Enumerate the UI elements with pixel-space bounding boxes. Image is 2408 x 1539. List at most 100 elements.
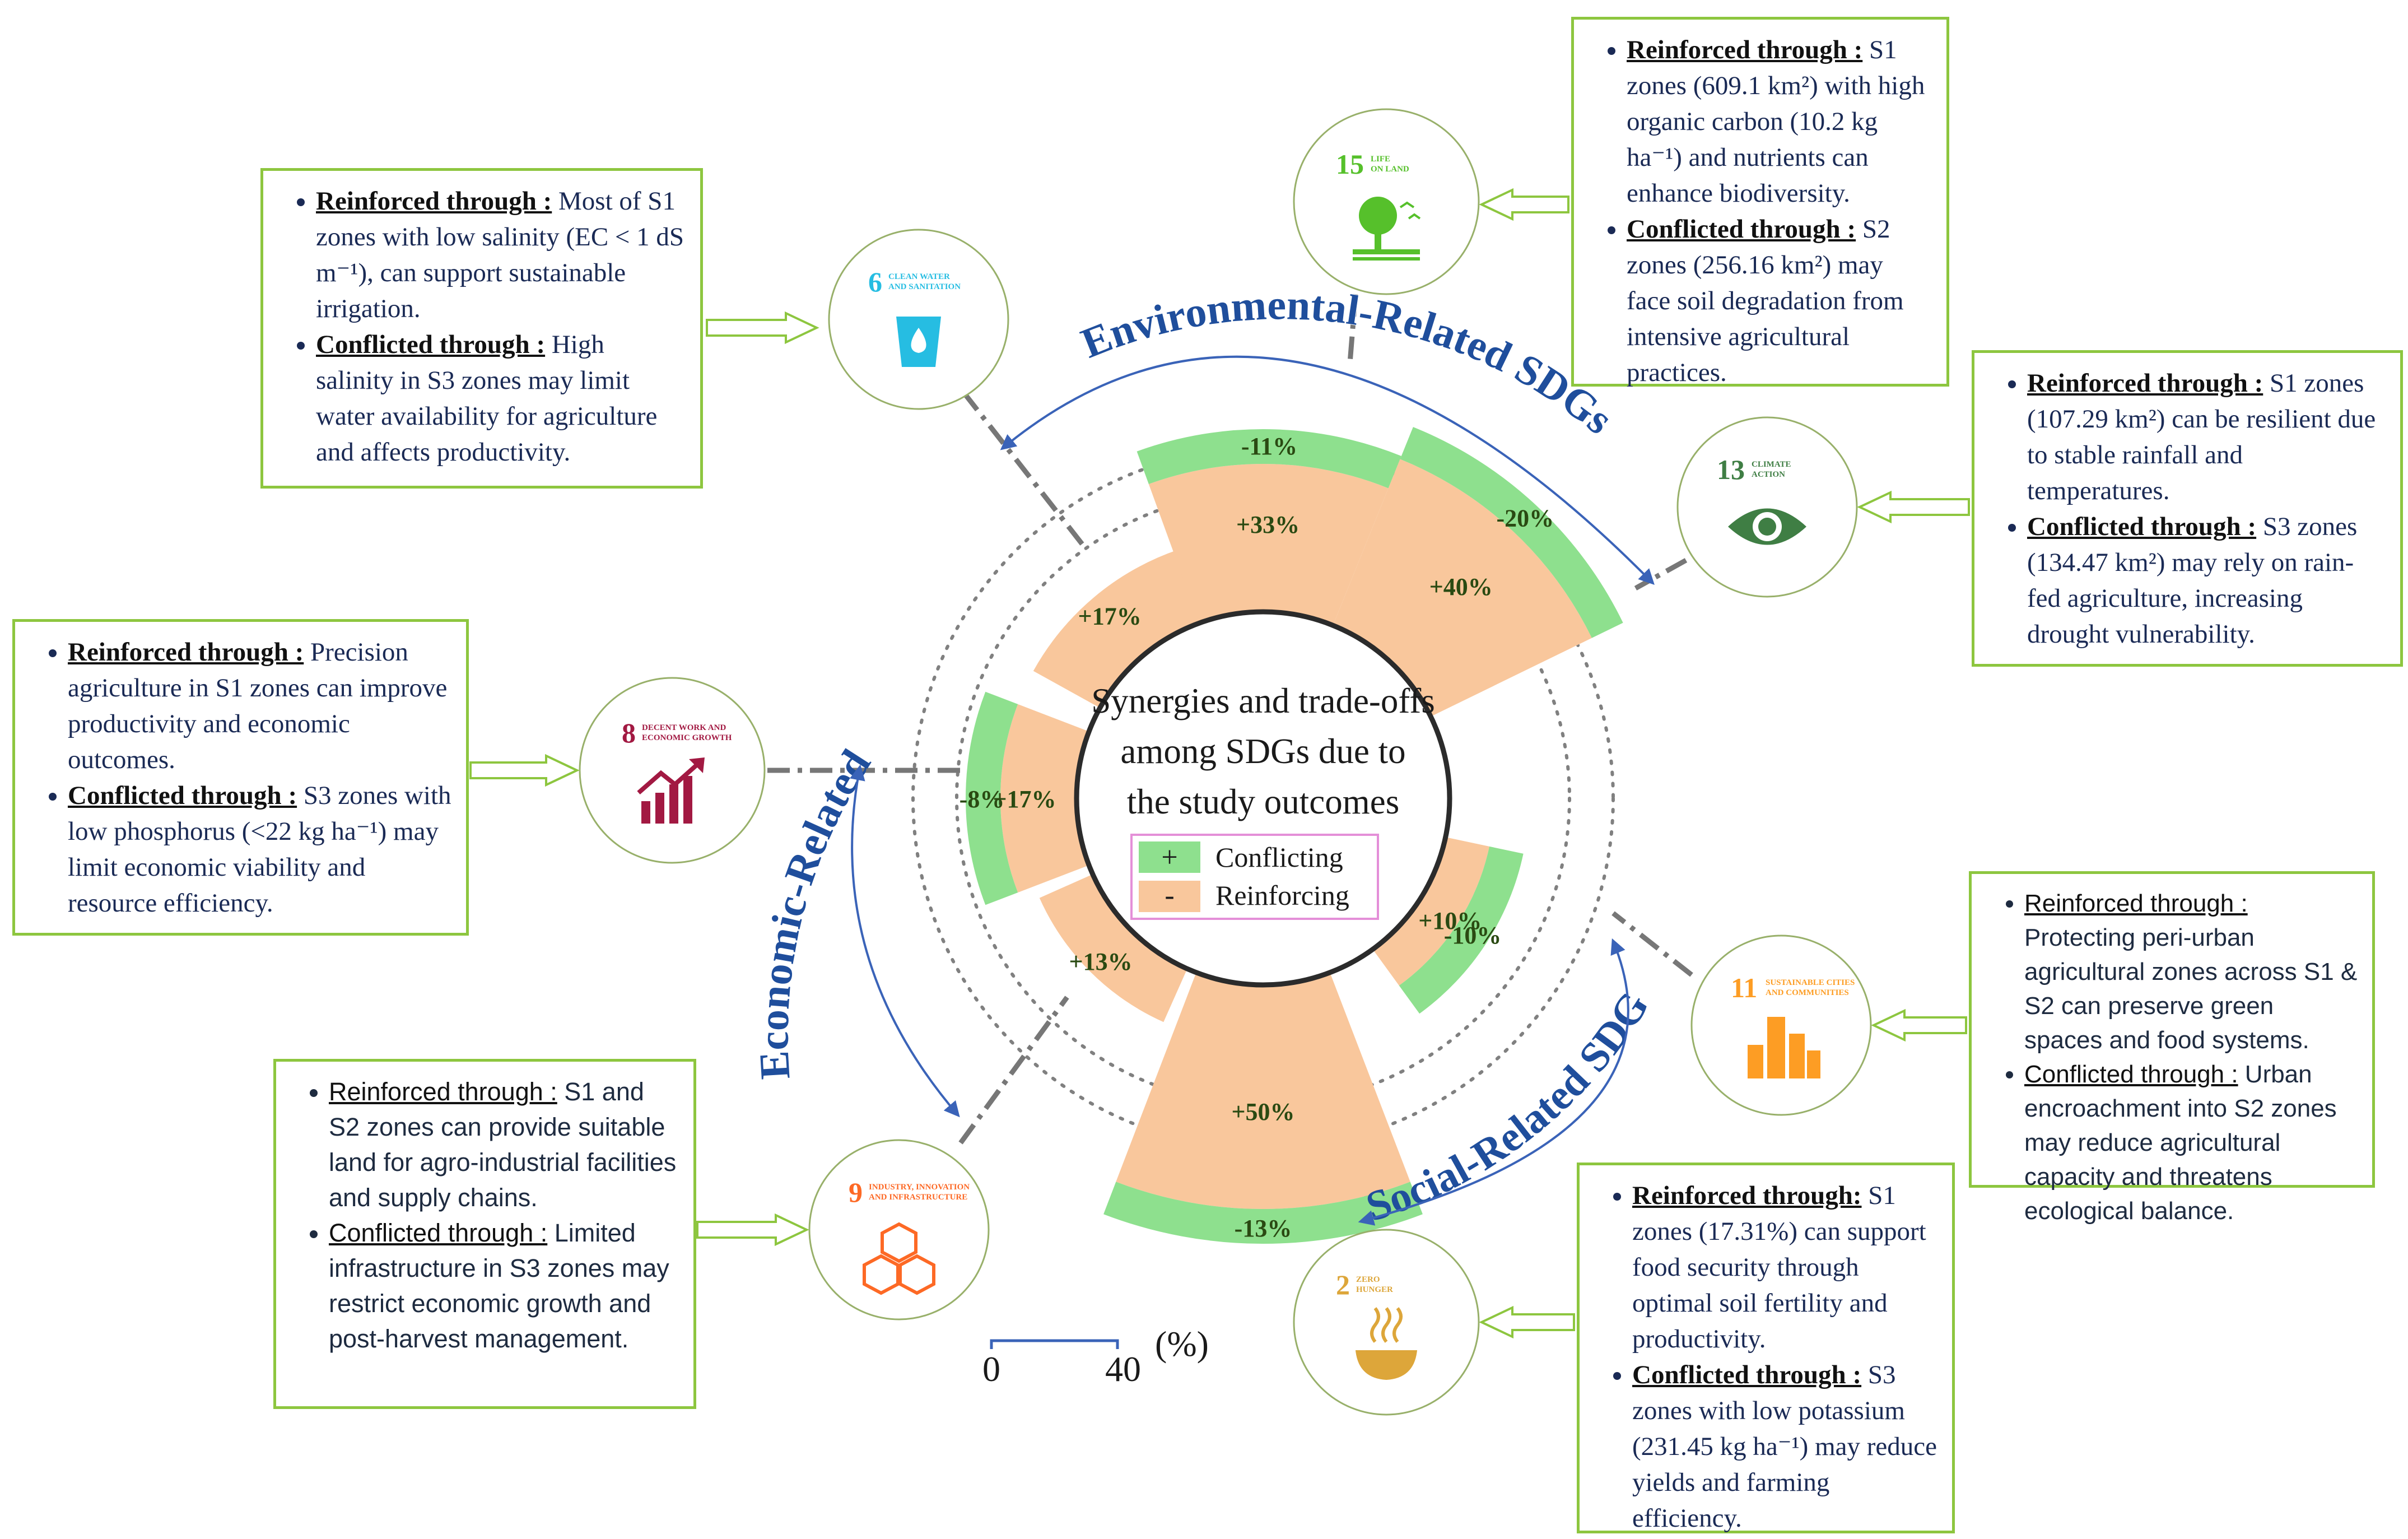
sdg13-conflicting-label: -20%	[1497, 504, 1554, 532]
sdg8-title-line1: DECENT WORK AND	[642, 723, 726, 732]
cubes-icon	[863, 1222, 935, 1295]
sdg9-conflicted-label: Conflicted through :	[329, 1219, 548, 1247]
sdg8-conflicted-label: Conflicted through :	[68, 781, 297, 810]
sdg6-title-line1: CLEAN WATER	[888, 272, 950, 281]
sdg13-icon-circle	[1676, 416, 1858, 598]
legend-reinforcing-label: Reinforcing	[1215, 880, 1349, 911]
sdg13-box-arrow	[1857, 490, 1970, 524]
sdg15-reinforcing-label: +33%	[1236, 511, 1300, 538]
sdg15-conflicted-item: Conflicted through : S2 zones (256.16 km…	[1627, 211, 1932, 390]
sdg9-title-line2: AND INFRASTRUCTURE	[869, 1193, 967, 1202]
sdg6-connector-line	[961, 390, 1086, 548]
water-drop-glass-icon	[896, 317, 941, 367]
sdg15-conflicting-label: -11%	[1241, 433, 1297, 460]
sdg13-text-box: Reinforced through : S1 zones (107.29 km…	[1972, 350, 2403, 667]
center-title-line1: Synergies and trade-offs	[1091, 681, 1435, 720]
sdg2-conflicting-sector	[1103, 1182, 1423, 1244]
sdg11-title-line1: SUSTAINABLE CITIES	[1766, 978, 1855, 987]
sdg9-reinforcing-sector	[1039, 874, 1187, 1022]
sdg9-icon-circle	[808, 1139, 990, 1321]
sdg8-icon-circle	[579, 677, 766, 864]
sdg13-reinforcing-label: +40%	[1429, 573, 1493, 601]
legend: + Conflicting - Reinforcing	[1130, 834, 1379, 920]
sdg9-connector-line	[958, 996, 1069, 1145]
scale-bar: 0 40 (%)	[982, 1324, 1209, 1389]
sdg8-reinforcing-sector	[1000, 704, 1089, 893]
social-arc-arrow	[1358, 938, 1629, 1226]
center-title-line3: the study outcomes	[1127, 782, 1399, 821]
sdg15-number: 15	[1336, 148, 1364, 180]
sdg11-number: 11	[1731, 972, 1757, 1003]
sdg9-reinforced-text: S1 and S2 zones can provide suitable lan…	[329, 1077, 677, 1212]
sdg2-reinforcing-label: +50%	[1231, 1098, 1294, 1126]
sdg2-conflicting-label: -13%	[1235, 1215, 1292, 1242]
sdg11-reinforced-item: Reinforced through : Protecting peri-urb…	[2024, 886, 2358, 1057]
sdg8-title-line2: ECONOMIC GROWTH	[642, 733, 732, 742]
sdg8-number: 8	[622, 717, 636, 748]
tree-birds-icon	[1353, 197, 1421, 261]
legend-conflicting-symbol: +	[1161, 841, 1177, 873]
sdg13-title-line1: CLIMATE	[1752, 460, 1791, 469]
center-title-line2: among SDGs due to	[1120, 732, 1405, 771]
sdg11-conflicted-item: Conflicted through : Urban encroachment …	[2024, 1057, 2358, 1228]
sdg8-reinforced-text: Precision agriculture in S1 zones can im…	[68, 638, 448, 774]
sdg15-title-line2: ON LAND	[1371, 165, 1409, 174]
sdg11-title-line2: AND COMMUNITIES	[1766, 988, 1849, 997]
sdg11-connector-line	[1611, 911, 1693, 977]
sdg2-reinforced-item: Reinforced through: S1 zones (17.31%) ca…	[1632, 1178, 1937, 1357]
sdg6-title-line2: AND SANITATION	[888, 282, 961, 291]
legend-conflicting-label: Conflicting	[1215, 841, 1343, 873]
sdg2-title-line2: HUNGER	[1356, 1285, 1393, 1294]
sdg8-conflicted-text: S3 zones with low phosphorus (<22 kg ha⁻…	[68, 781, 451, 918]
sdg2-number: 2	[1336, 1269, 1350, 1300]
sdg15-reinforced-text: S1 zones (609.1 km²) with high organic c…	[1627, 35, 1925, 208]
sdg9-text-box: Reinforced through : S1 and S2 zones can…	[273, 1059, 696, 1409]
sdg8-reinforced-label: Reinforced through :	[68, 638, 304, 667]
sdg15-reinforced-label: Reinforced through :	[1627, 35, 1863, 64]
sdg8-conflicting-label: -8%	[960, 785, 1005, 813]
sdg8-reinforcing-label: +17%	[993, 785, 1056, 813]
growth-chart-icon	[637, 757, 705, 824]
sdg2-text-box: Reinforced through: S1 zones (17.31%) ca…	[1577, 1163, 1955, 1533]
sdg2-title-line1: ZERO	[1356, 1275, 1380, 1284]
sdg15-connector-line	[1347, 294, 1358, 364]
sdg15-reinforced-item: Reinforced through : S1 zones (609.1 km²…	[1627, 32, 1932, 211]
scale-unit: (%)	[1155, 1324, 1209, 1364]
environmental-arc-label: Environmental-Related SDGs	[1075, 281, 1622, 443]
sdg2-conflicted-label: Conflicted through :	[1632, 1360, 1862, 1389]
sdg13-title-line2: ACTION	[1752, 470, 1785, 479]
sdg11-conflicted-label: Conflicted through :	[2024, 1061, 2238, 1088]
sdg6-reinforcing-sector	[1033, 550, 1203, 708]
sdg6-reinforced-item: Reinforced through : Most of S1 zones wi…	[316, 183, 686, 327]
sdg6-number: 6	[868, 266, 882, 297]
legend-conflicting-swatch	[1139, 841, 1200, 873]
sdg6-conflicted-label: Conflicted through :	[316, 330, 546, 359]
sdg2-box-arrow	[1479, 1305, 1575, 1339]
sdg15-conflicted-label: Conflicted through :	[1627, 215, 1856, 244]
sdg9-reinforced-label: Reinforced through :	[329, 1077, 557, 1106]
sdg2-conflicted-text: S3 zones with low potassium (231.45 kg h…	[1632, 1360, 1937, 1533]
sdg6-text-box: Reinforced through : Most of S1 zones wi…	[260, 168, 703, 489]
sdg6-reinforced-text: Most of S1 zones with low salinity (EC <…	[316, 187, 684, 323]
buildings-icon	[1748, 1017, 1820, 1078]
earth-eye-icon	[1728, 508, 1806, 545]
sdg13-reinforced-text: S1 zones (107.29 km²) can be resilient d…	[2027, 369, 2376, 505]
sdg6-reinforcing-label: +17%	[1078, 603, 1142, 630]
environmental-arc-text: Environmental-Related SDGs	[1074, 281, 1622, 444]
scale-min: 0	[982, 1349, 1000, 1389]
box-arrows	[469, 188, 1970, 1339]
sdg9-conflicted-text: Limited infrastructure in S3 zones may r…	[329, 1219, 669, 1353]
sdg15-title-line1: LIFE	[1371, 155, 1390, 164]
sdg6-conflicted-item: Conflicted through : High salinity in S3…	[316, 327, 686, 470]
sdg11-text-box: Reinforced through : Protecting peri-urb…	[1969, 871, 2375, 1225]
sdg2-reinforced-text: S1 zones (17.31%) can support food secur…	[1632, 1181, 1926, 1354]
sdg9-reinforced-item: Reinforced through : S1 and S2 zones can…	[329, 1074, 679, 1215]
scale-max: 40	[1105, 1349, 1141, 1389]
sdg2-conflicted-item: Conflicted through : S3 zones with low p…	[1632, 1357, 1937, 1536]
